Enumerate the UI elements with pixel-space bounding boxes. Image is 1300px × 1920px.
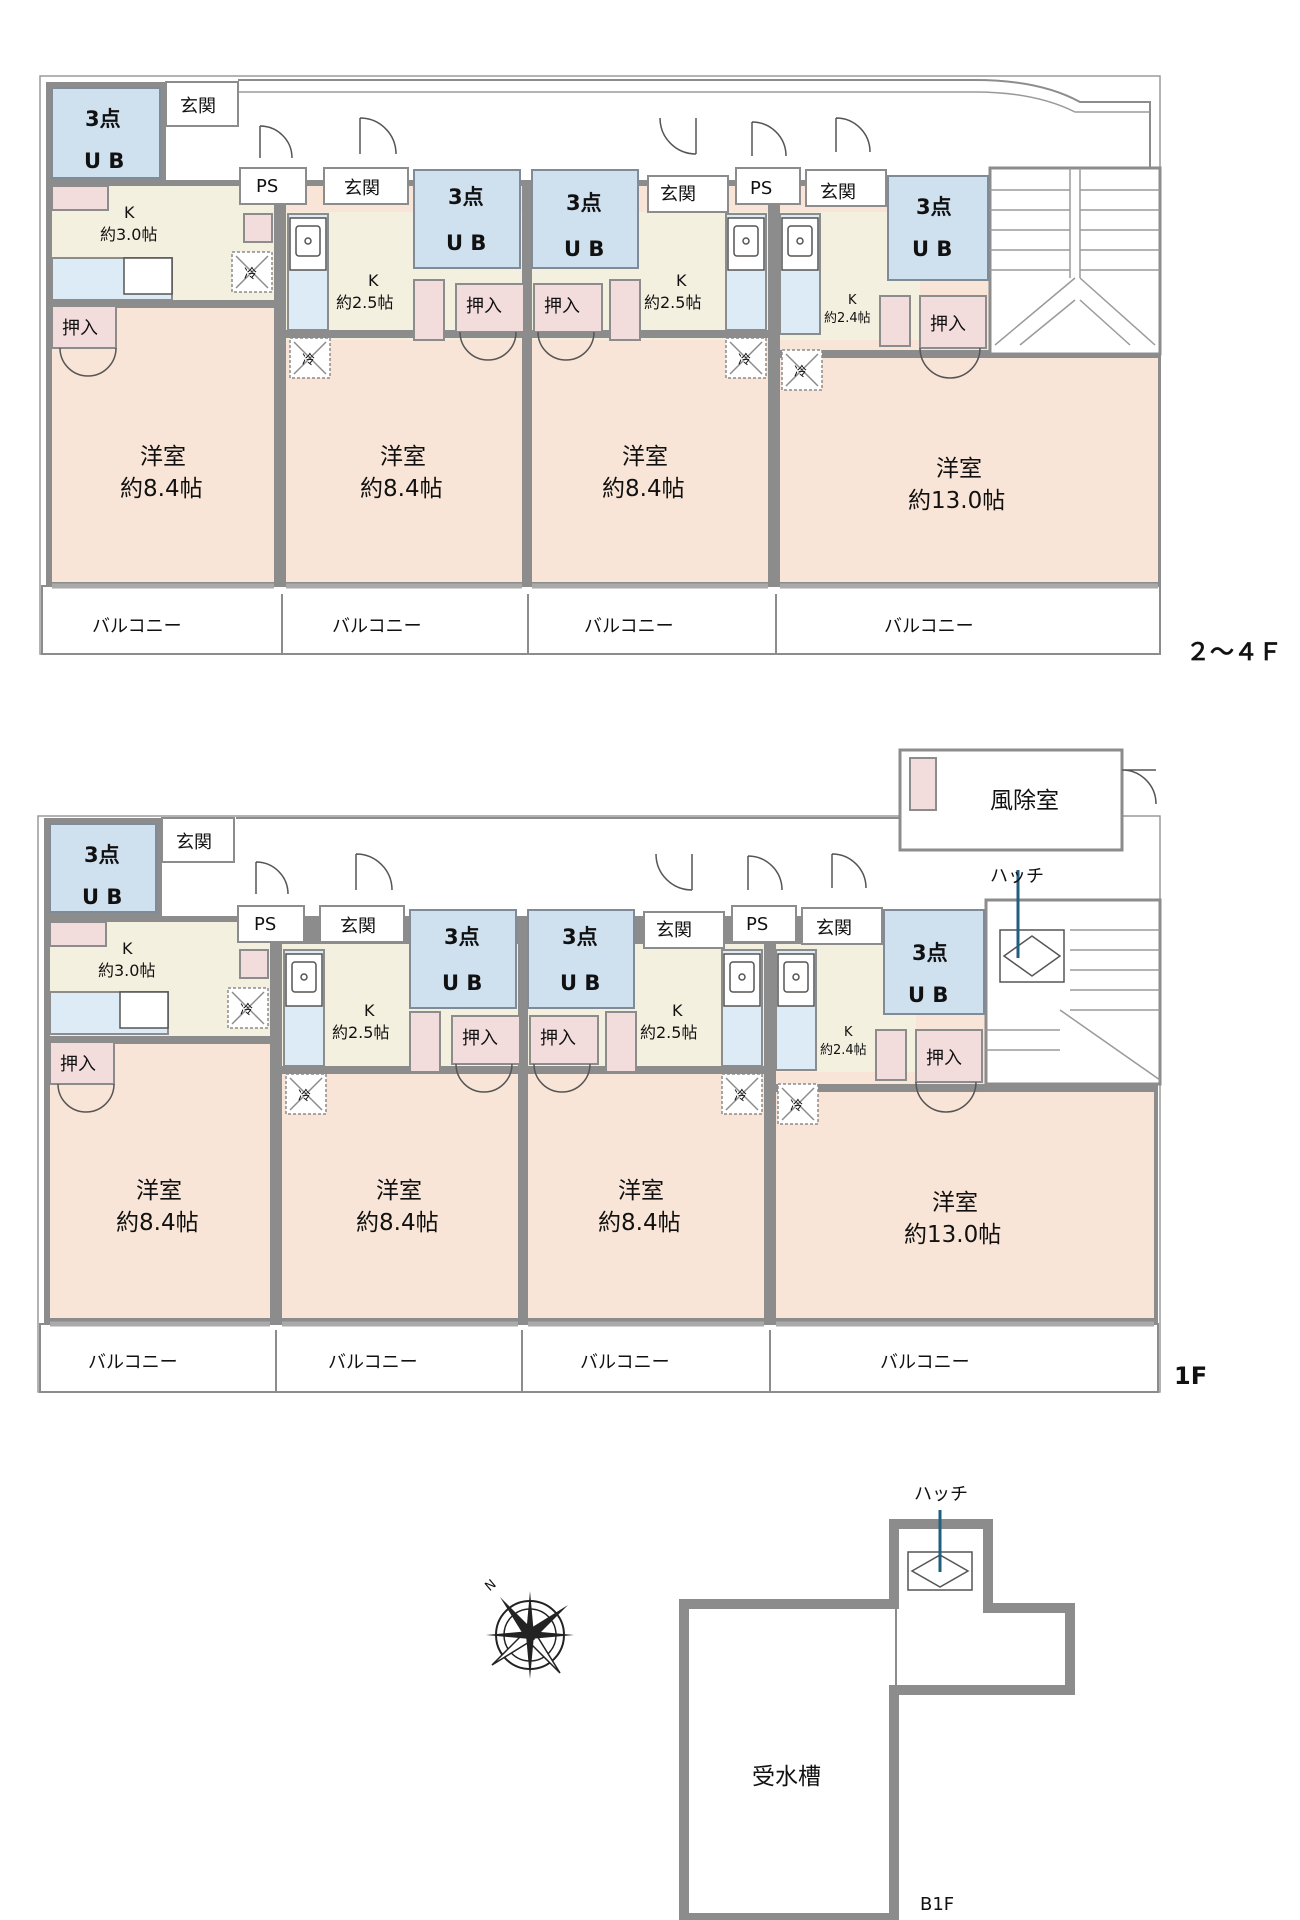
kitchen-size: 約2.4帖 xyxy=(820,1043,867,1058)
ub-label: U B xyxy=(84,149,124,173)
room-label: 洋室 xyxy=(140,444,186,470)
rei-label: 冷 xyxy=(794,365,807,380)
kitchen-label: K xyxy=(844,1025,853,1040)
oshiire-label: 押入 xyxy=(62,318,98,339)
ub-label: 3点 xyxy=(566,191,602,215)
balcony-label: バルコニー xyxy=(884,616,974,637)
balcony-label: バルコニー xyxy=(92,616,182,637)
oshiire-label: 押入 xyxy=(462,1028,498,1049)
jusuiso-label: 受水槽 xyxy=(752,1764,821,1790)
ps-label: PS xyxy=(254,914,276,935)
room-size: 約8.4帖 xyxy=(360,476,443,502)
kitchen-size: 約2.5帖 xyxy=(644,293,701,312)
ub-label: U B xyxy=(564,237,604,261)
balcony-label: バルコニー xyxy=(880,1352,970,1373)
ub-label: 3点 xyxy=(562,925,598,949)
fujoshitsu-label: 風除室 xyxy=(990,788,1059,814)
room-label: 洋室 xyxy=(136,1178,182,1204)
balcony-label: バルコニー xyxy=(332,616,422,637)
kitchen-label: K xyxy=(124,203,135,222)
kitchen-size: 約2.5帖 xyxy=(332,1023,389,1042)
oshiire-label: 押入 xyxy=(930,314,966,335)
oshiire-label: 押入 xyxy=(926,1048,962,1069)
kitchen-label: K xyxy=(122,939,133,958)
room-size: 約8.4帖 xyxy=(116,1210,199,1236)
floor-label-basement: B1F xyxy=(920,1894,954,1915)
kitchen-label: K xyxy=(848,293,857,308)
first-floor-plan xyxy=(37,748,1162,1393)
room-size: 約13.0帖 xyxy=(908,488,1005,514)
room-label: 洋室 xyxy=(618,1178,664,1204)
room-label: 洋室 xyxy=(936,456,982,482)
ub-label: U B xyxy=(912,237,952,261)
floor-label-first: 1F xyxy=(1174,1362,1207,1390)
compass-rose xyxy=(486,1591,574,1679)
ps-label: PS xyxy=(746,914,768,935)
rei-label: 冷 xyxy=(790,1099,803,1114)
room-size: 約13.0帖 xyxy=(904,1222,1001,1248)
floor-label-upper: ２～４Ｆ xyxy=(1186,638,1282,666)
genkan-label: 玄関 xyxy=(656,920,692,941)
rei-label: 冷 xyxy=(738,353,751,368)
rei-label: 冷 xyxy=(240,1003,253,1018)
hatch-label: ハッチ xyxy=(914,1484,968,1505)
balcony-label: バルコニー xyxy=(584,616,674,637)
ps-label: PS xyxy=(256,176,278,197)
room-size: 約8.4帖 xyxy=(598,1210,681,1236)
kitchen-size: 約2.4帖 xyxy=(824,311,871,326)
room-size: 約8.4帖 xyxy=(602,476,685,502)
ub-label: 3点 xyxy=(912,941,948,965)
basement-plan xyxy=(679,1510,1075,1920)
kitchen-label: K xyxy=(676,271,687,290)
kitchen-label: K xyxy=(672,1001,683,1020)
genkan-label: 玄関 xyxy=(340,916,376,937)
room-label: 洋室 xyxy=(622,444,668,470)
genkan-label: 玄関 xyxy=(820,182,856,203)
kitchen-label: K xyxy=(368,271,379,290)
oshiire-label: 押入 xyxy=(544,296,580,317)
balcony-label: バルコニー xyxy=(580,1352,670,1373)
oshiire-label: 押入 xyxy=(60,1054,96,1075)
ub-label: U B xyxy=(446,231,486,255)
kitchen-size: 約3.0帖 xyxy=(98,961,155,980)
oshiire-label: 押入 xyxy=(540,1028,576,1049)
ub-label: U B xyxy=(908,983,948,1007)
genkan-label: 玄関 xyxy=(344,178,380,199)
room-label: 洋室 xyxy=(380,444,426,470)
room-label: 洋室 xyxy=(932,1190,978,1216)
balcony-label: バルコニー xyxy=(328,1352,418,1373)
room-size: 約8.4帖 xyxy=(356,1210,439,1236)
room-label: 洋室 xyxy=(376,1178,422,1204)
ub-label: 3点 xyxy=(916,195,952,219)
ub-label: 3点 xyxy=(84,843,120,867)
genkan-label: 玄関 xyxy=(660,184,696,205)
rei-label: 冷 xyxy=(298,1089,311,1104)
ub-label: 3点 xyxy=(85,107,121,131)
rei-label: 冷 xyxy=(734,1089,747,1104)
rei-label: 冷 xyxy=(302,353,315,368)
kitchen-size: 約2.5帖 xyxy=(336,293,393,312)
ub-label: 3点 xyxy=(444,925,480,949)
rei-label: 冷 xyxy=(244,267,257,282)
compass-north-label: N xyxy=(482,1577,499,1595)
ub-label: U B xyxy=(560,971,600,995)
genkan-label: 玄関 xyxy=(176,832,212,853)
room-size: 約8.4帖 xyxy=(120,476,203,502)
upper-floor-plan xyxy=(39,75,1162,655)
hatch-label: ハッチ xyxy=(990,866,1044,887)
kitchen-size: 約2.5帖 xyxy=(640,1023,697,1042)
kitchen-size: 約3.0帖 xyxy=(100,225,157,244)
balcony-label: バルコニー xyxy=(88,1352,178,1373)
ps-label: PS xyxy=(750,178,772,199)
genkan-label: 玄関 xyxy=(180,96,216,117)
genkan-label: 玄関 xyxy=(816,918,852,939)
oshiire-label: 押入 xyxy=(466,296,502,317)
ub-label: 3点 xyxy=(448,185,484,209)
ub-label: U B xyxy=(82,885,122,909)
kitchen-label: K xyxy=(364,1001,375,1020)
ub-label: U B xyxy=(442,971,482,995)
